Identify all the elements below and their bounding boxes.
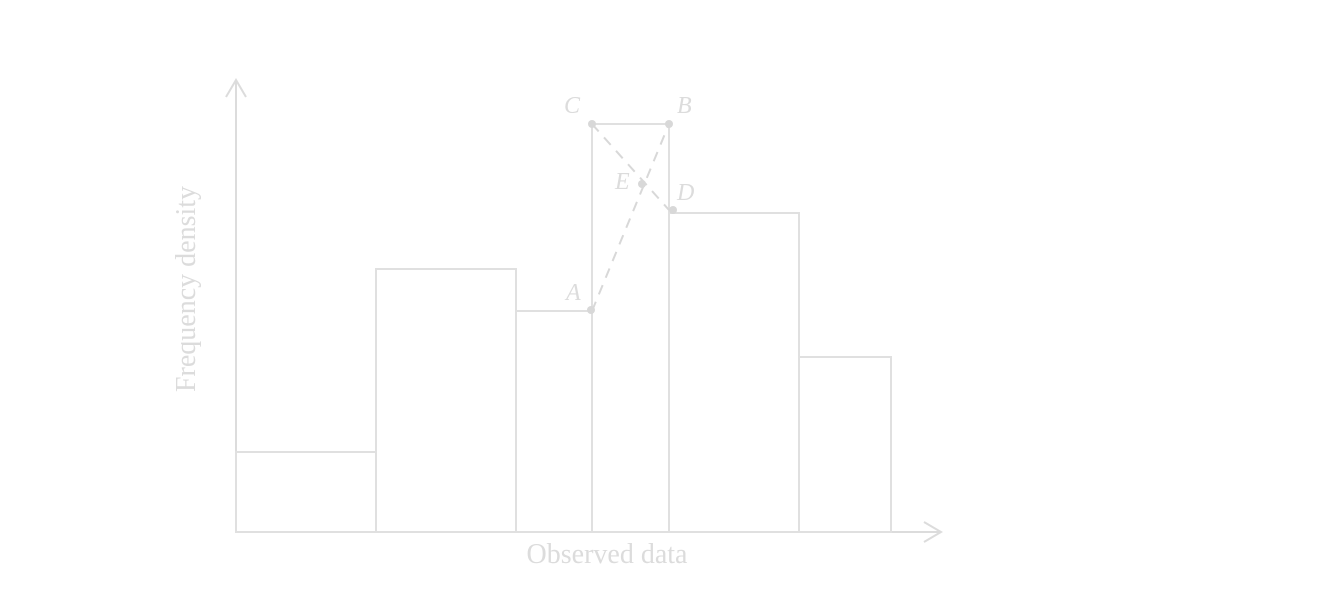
label-D: D (676, 180, 694, 206)
point-B (665, 120, 673, 128)
bar-modal (591, 123, 670, 533)
x-axis-arrow (923, 521, 943, 543)
label-B: B (677, 93, 692, 119)
point-A (587, 306, 595, 314)
bar-5 (668, 212, 800, 533)
line-AB (591, 123, 670, 312)
x-axis-label: Observed data (527, 539, 689, 570)
point-D (669, 206, 677, 214)
line-CD (591, 123, 670, 211)
label-E: E (614, 169, 630, 195)
y-axis-arrow (225, 78, 247, 98)
bar-1 (235, 451, 377, 533)
bar-2 (375, 268, 517, 533)
label-C: C (564, 93, 581, 119)
bar-3 (515, 310, 593, 533)
bar-6 (798, 356, 892, 533)
point-E (638, 180, 646, 188)
point-C (588, 120, 596, 128)
label-A: A (564, 280, 581, 306)
y-axis-label: Frequency density (171, 186, 202, 392)
